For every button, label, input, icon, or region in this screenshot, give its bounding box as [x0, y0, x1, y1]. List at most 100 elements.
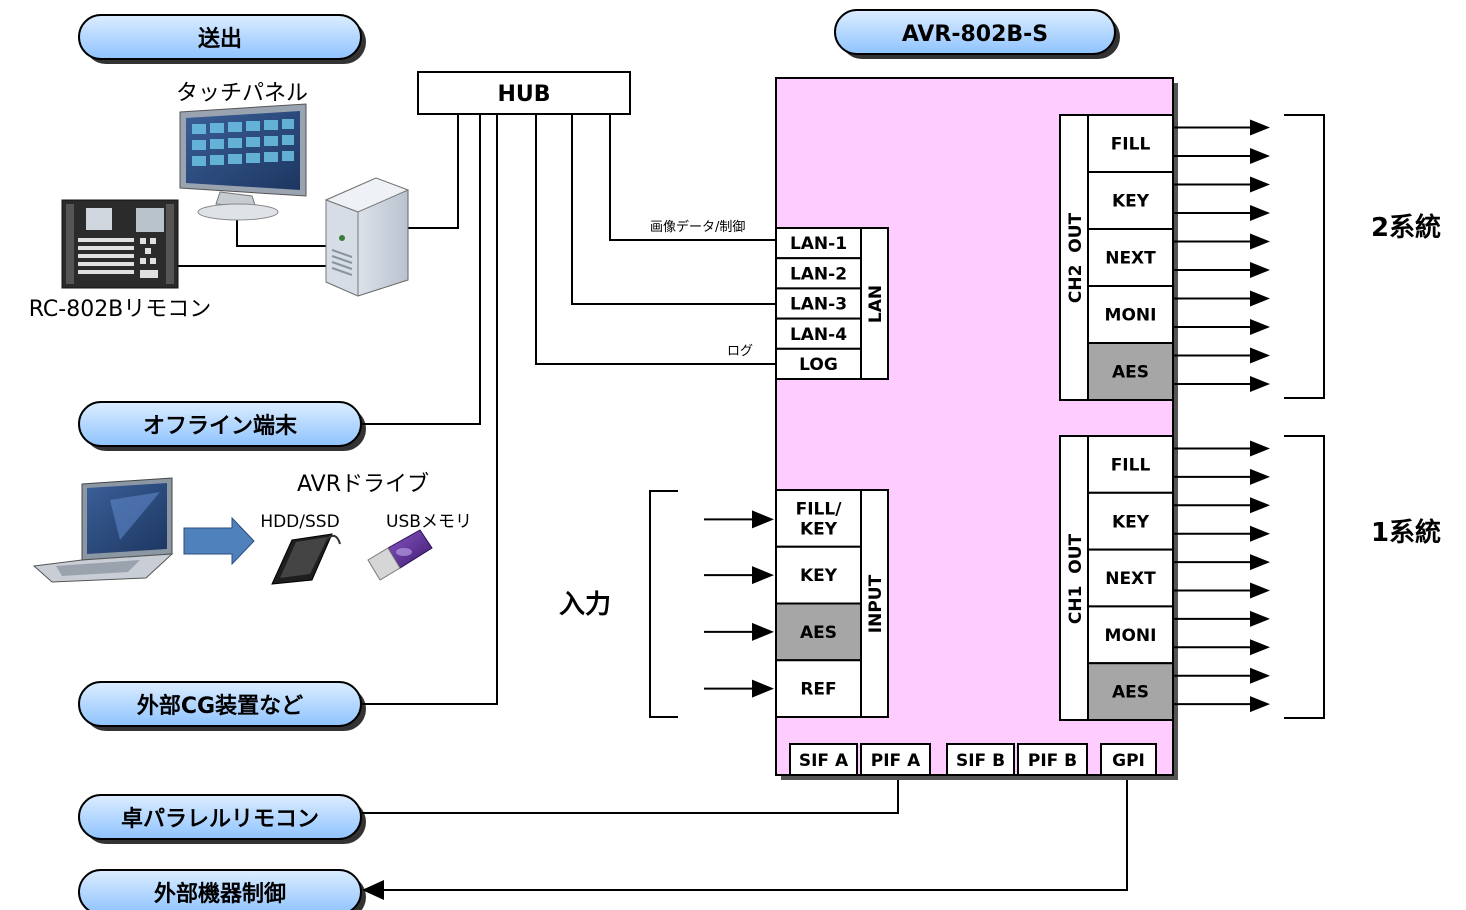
pill-device-title: AVR-802B-S [834, 9, 1120, 59]
input-port-label: FILL/KEY [796, 500, 843, 540]
lan-port-cell [775, 287, 862, 320]
ch1-output-arrow-arrowhead [1250, 468, 1270, 485]
bottom-port-cell [860, 743, 931, 776]
bottom-port-label: PIF A [871, 751, 921, 771]
ch1-output-arrow-arrowhead [1250, 610, 1270, 627]
ch2-port-cell [1087, 285, 1174, 344]
lan-group-label: LAN [866, 285, 886, 323]
usb-label: USBメモリ [386, 512, 472, 532]
lan-port-cell [775, 227, 862, 260]
input-port-label: KEY [800, 566, 838, 586]
ch2-output-arrow-arrowhead [1250, 262, 1270, 279]
ch1-port-label: KEY [1112, 512, 1150, 532]
ch2-port-label: FILL [1111, 135, 1151, 155]
bottom-port-cell [1100, 743, 1157, 776]
input-arrowhead [752, 566, 774, 585]
input-port-cell [775, 489, 862, 548]
avr-drive-label: AVRドライブ [297, 472, 429, 497]
input-arrowhead [752, 622, 774, 641]
touch-panel-icon [179, 103, 307, 221]
ch1-port-cell [1087, 662, 1174, 722]
arrowhead-external-control [362, 880, 384, 900]
ch1-port-cell [1087, 491, 1174, 551]
parallel-remote-label: 卓パラレルリモコン [121, 807, 319, 832]
send-label: 送出 [198, 26, 242, 52]
lan-port-label: LAN-3 [790, 295, 847, 315]
lan-port-label: LAN-1 [790, 234, 847, 254]
lan-port-label: LAN-4 [790, 325, 847, 345]
pill-external-cg: 外部CG装置など [78, 681, 366, 731]
bottom-ports: SIF A PIF A SIF B PIF B GPI [789, 743, 1157, 776]
hdd-icon [271, 533, 341, 585]
ch2-output-arrow-arrowhead [1250, 233, 1270, 250]
ch2-output-arrows [1173, 119, 1270, 393]
input-port-label: AES [800, 623, 837, 643]
ch2-port-cell [1087, 171, 1174, 230]
ch2-port-label: KEY [1112, 192, 1150, 212]
hub-box: HUB [417, 71, 631, 115]
ch2-port-cell [1087, 114, 1174, 173]
bottom-port-label: SIF B [956, 751, 1005, 771]
ch2-port-label: AES [1112, 363, 1149, 383]
ch2-port-cell [1087, 342, 1174, 401]
bottom-port-cell [946, 743, 1015, 776]
ch2-output-arrow-arrowhead [1250, 376, 1270, 393]
ch1-output-arrow-arrowhead [1250, 525, 1270, 542]
lan-port-cell [775, 347, 862, 380]
remote-label: RC-802Bリモコン [29, 297, 212, 322]
ch2-output-arrow-arrowhead [1250, 319, 1270, 336]
ch1-port-cell [1087, 605, 1174, 665]
ch1-bracket [1284, 435, 1325, 719]
pill-parallel-remote: 卓パラレルリモコン [78, 794, 366, 844]
hdd-label: HDD/SSD [260, 512, 339, 532]
pc-tower-icon [324, 177, 410, 297]
laptop-icon [32, 477, 174, 583]
ch1-port-label: FILL [1111, 456, 1151, 476]
device-title: AVR-802B-S [902, 22, 1048, 47]
ch1-system-label: 1系統 [1371, 517, 1441, 548]
ch1-output-arrow-arrowhead [1250, 582, 1270, 599]
ch2-output-arrow-arrowhead [1250, 290, 1270, 307]
ch1-group-label: CH1 OUT [1066, 533, 1086, 624]
input-arrowhead [752, 679, 774, 698]
lan-port-cell [775, 317, 862, 350]
input-arrowhead [752, 510, 774, 529]
input-bracket [649, 490, 678, 718]
ch2-output-arrow-arrowhead [1250, 347, 1270, 364]
bottom-port-label: SIF A [799, 751, 849, 771]
ch2-output-arrow-arrowhead [1250, 176, 1270, 193]
usb-memory-icon [367, 529, 433, 581]
bottom-port-cell [789, 743, 858, 776]
pill-offline-terminal: オフライン端末 [78, 401, 366, 451]
input-port-cell [775, 545, 862, 605]
ch2-output-arrow-arrowhead [1250, 148, 1270, 165]
ch2-port-label: MONI [1105, 306, 1157, 326]
bottom-port-label: PIF B [1028, 751, 1077, 771]
lan-port-label: LOG [799, 355, 838, 375]
image-data-label: 画像データ/制御 [650, 219, 745, 235]
hub-label: HUB [497, 82, 550, 107]
input-port-cell [775, 659, 862, 718]
ch2-output-arrow-arrowhead [1250, 119, 1270, 136]
input-group-label: INPUT [866, 574, 886, 633]
ch1-port-cell [1087, 548, 1174, 608]
ch1-port-label: NEXT [1105, 569, 1156, 589]
ch1-output-arrow-arrowhead [1250, 696, 1270, 713]
ch2-output-arrow-arrowhead [1250, 205, 1270, 222]
connection-lines [178, 114, 1128, 891]
ch1-output-arrow-arrowhead [1250, 497, 1270, 514]
ch2-group-label: CH2 OUT [1066, 212, 1086, 303]
external-control-label: 外部機器制御 [154, 881, 286, 907]
cg-label: 外部CG装置など [137, 693, 303, 719]
ch1-output-arrow-arrowhead [1250, 554, 1270, 571]
ch1-output-arrow-arrowhead [1250, 667, 1270, 684]
ch1-output-arrows [1173, 440, 1270, 713]
bottom-port-label: GPI [1112, 751, 1145, 771]
input-arrows [704, 510, 774, 698]
log-label: ログ [727, 344, 753, 359]
input-section-label: 入力 [559, 590, 611, 620]
